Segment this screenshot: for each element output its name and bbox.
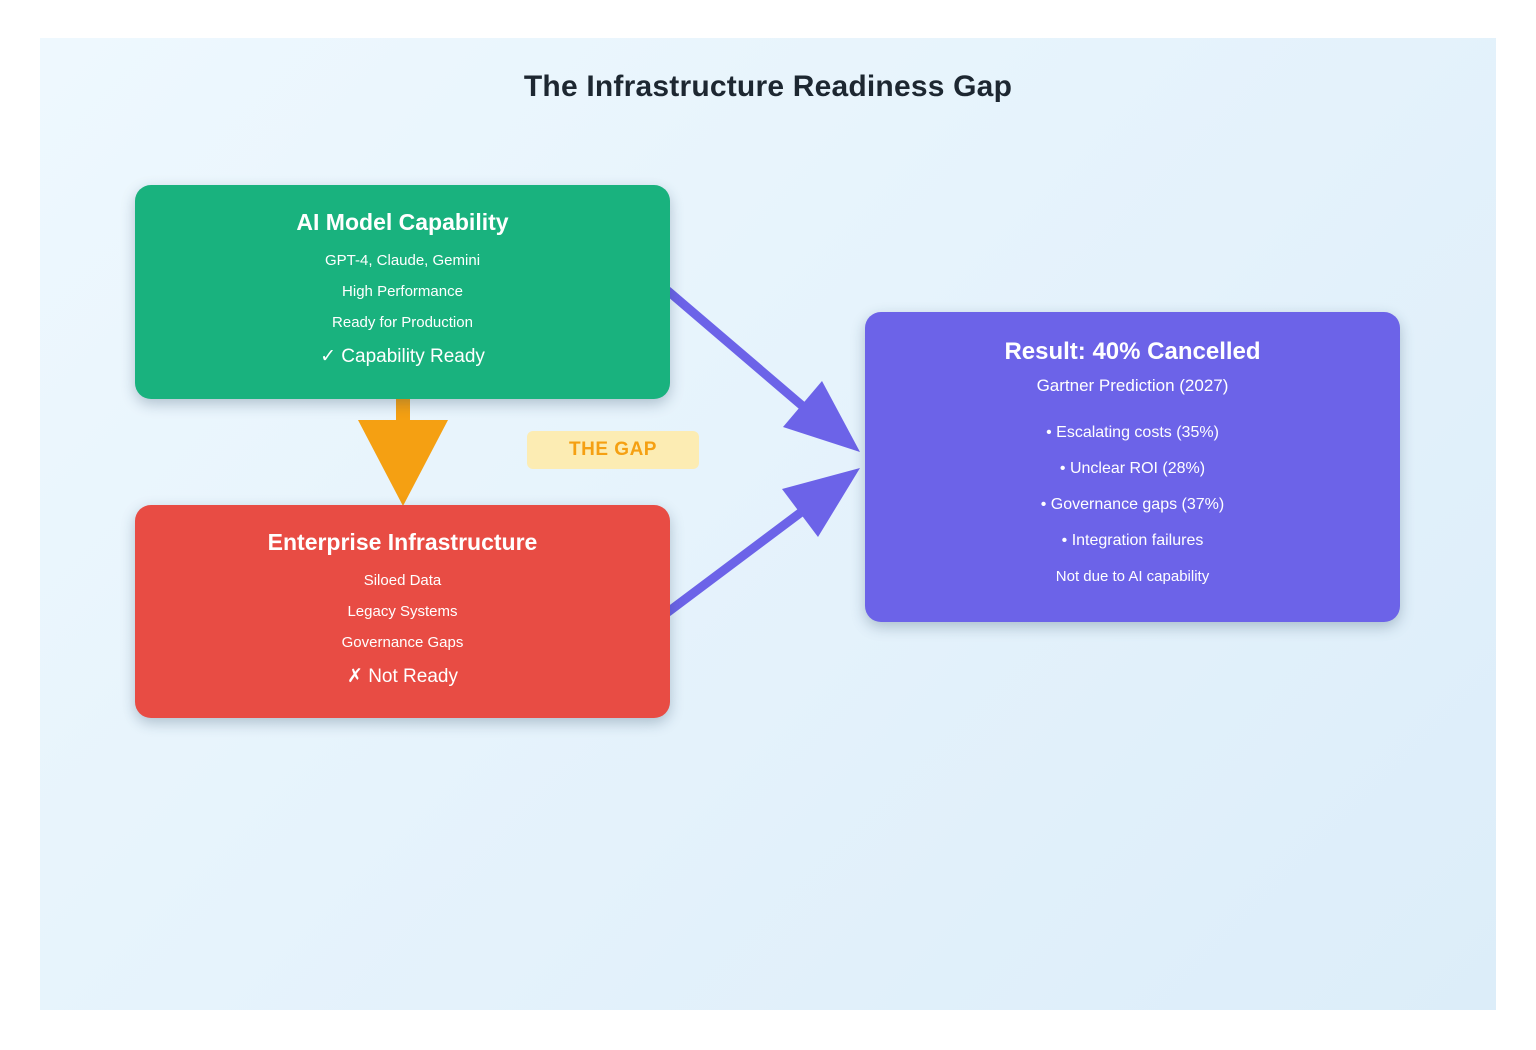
result-item: • Integration failures <box>1061 532 1204 549</box>
capability-status: ✓ Capability Ready <box>320 346 485 367</box>
result-box-title: Result: 40% Cancelled <box>1004 338 1261 365</box>
capability-item: High Performance <box>342 283 463 300</box>
capability-item: Ready for Production <box>332 314 473 331</box>
result-footer: Not due to AI capability <box>1055 568 1210 585</box>
infrastructure-status: ✗ Not Ready <box>347 666 458 687</box>
capability-box-title: AI Model Capability <box>296 209 509 235</box>
result-box: Result: 40% Cancelled Gartner Prediction… <box>865 312 1400 622</box>
infrastructure-box-title: Enterprise Infrastructure <box>267 529 538 555</box>
result-item: • Governance gaps (37%) <box>1040 496 1225 513</box>
result-item: • Unclear ROI (28%) <box>1059 460 1206 477</box>
result-item: • Escalating costs (35%) <box>1046 424 1219 441</box>
gap-label: THE GAP <box>527 431 699 469</box>
infrastructure-item: Governance Gaps <box>341 634 464 651</box>
page-title: The Infrastructure Readiness Gap <box>523 70 1013 103</box>
infrastructure-item: Siloed Data <box>363 572 442 589</box>
capability-item: GPT-4, Claude, Gemini <box>324 252 481 269</box>
infrastructure-box: Enterprise Infrastructure Siloed Data Le… <box>135 505 670 718</box>
infrastructure-item: Legacy Systems <box>347 603 458 620</box>
capability-box: AI Model Capability GPT-4, Claude, Gemin… <box>135 185 670 399</box>
result-box-subtitle: Gartner Prediction (2027) <box>1036 376 1229 395</box>
